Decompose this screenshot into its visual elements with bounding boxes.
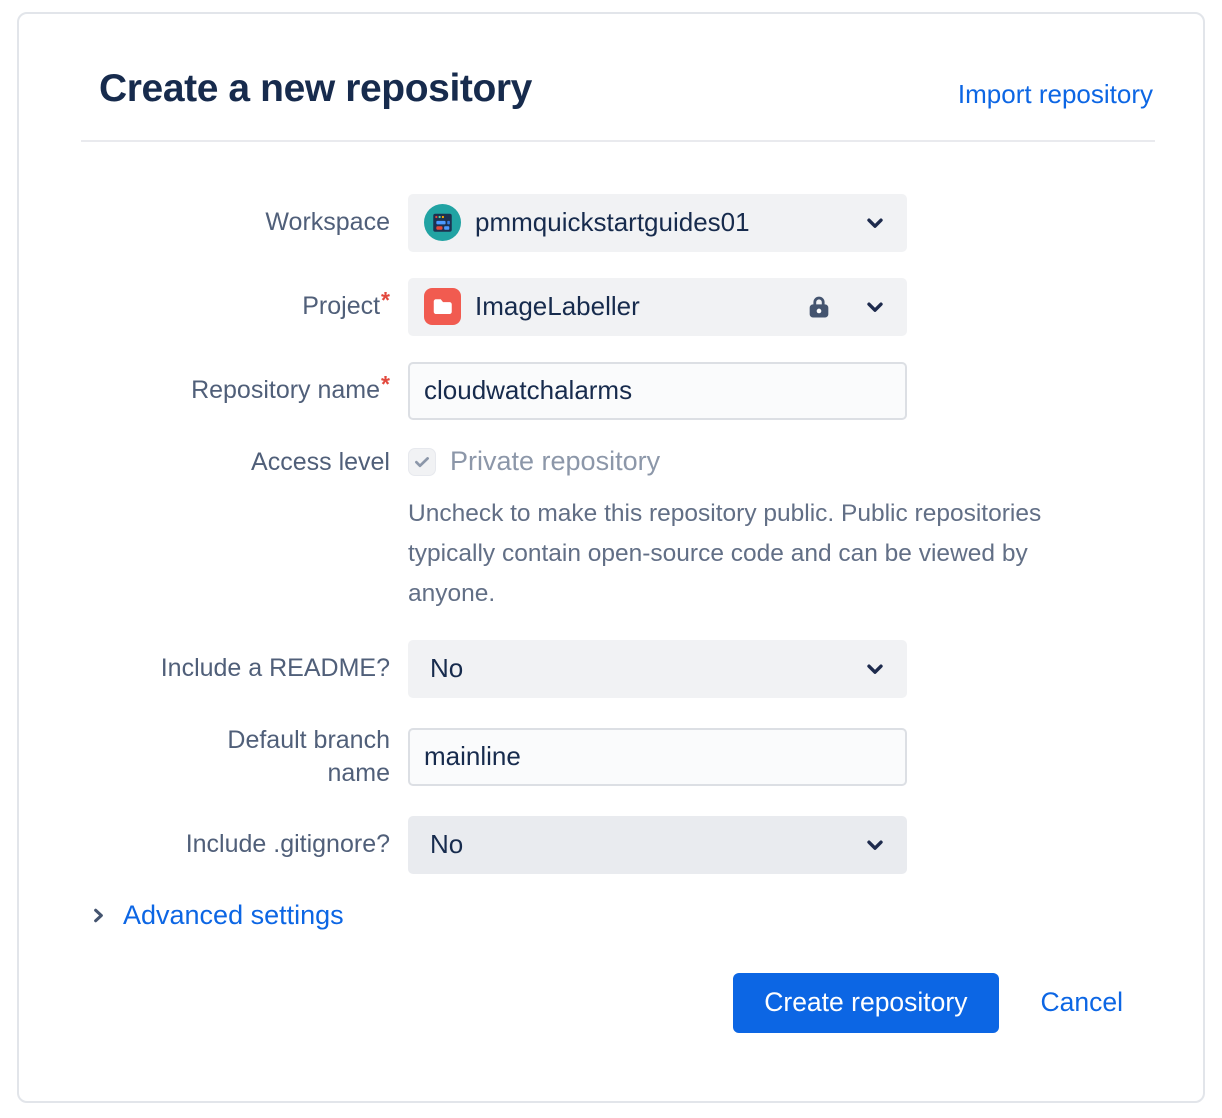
header-divider bbox=[81, 139, 1155, 142]
repository-name-input[interactable] bbox=[408, 361, 907, 420]
advanced-settings-label: Advanced settings bbox=[123, 899, 344, 930]
private-repository-checkbox[interactable] bbox=[408, 447, 436, 476]
include-gitignore-row: Include .gitignore? No bbox=[81, 815, 1155, 874]
chevron-down-icon bbox=[863, 833, 887, 857]
workspace-select[interactable]: pmmquickstartguides01 bbox=[408, 193, 907, 252]
access-level-help-text: Uncheck to make this repository public. … bbox=[408, 499, 1042, 607]
repository-name-row: Repository name* bbox=[81, 361, 1155, 420]
chevron-down-icon bbox=[863, 657, 887, 681]
project-select[interactable]: ImageLabeller bbox=[408, 277, 907, 336]
page-title: Create a new repository bbox=[99, 67, 532, 110]
required-marker: * bbox=[381, 287, 390, 314]
workspace-label: Workspace bbox=[265, 208, 390, 237]
project-avatar-icon bbox=[424, 288, 461, 326]
workspace-avatar-icon bbox=[424, 204, 461, 242]
include-readme-label: Include a README? bbox=[160, 654, 390, 683]
project-value: ImageLabeller bbox=[475, 291, 640, 322]
project-label: Project* bbox=[302, 287, 390, 321]
default-branch-input[interactable] bbox=[408, 727, 907, 786]
include-gitignore-select[interactable]: No bbox=[408, 815, 907, 874]
include-gitignore-value: No bbox=[430, 829, 464, 860]
project-row: Project* ImageLabeller bbox=[81, 277, 1155, 336]
private-repository-label: Private repository bbox=[450, 446, 661, 477]
chevron-right-icon bbox=[89, 906, 108, 925]
include-readme-value: No bbox=[430, 653, 464, 684]
required-marker: * bbox=[381, 371, 390, 398]
chevron-down-icon bbox=[863, 295, 887, 319]
dialog-footer: Create repository Cancel bbox=[81, 972, 1155, 1033]
advanced-settings-toggle[interactable]: Advanced settings bbox=[89, 900, 344, 931]
repository-name-label: Repository name* bbox=[191, 371, 390, 405]
create-repository-button[interactable]: Create repository bbox=[733, 972, 999, 1033]
chevron-down-icon bbox=[863, 211, 887, 235]
dialog-header: Create a new repository Import repositor… bbox=[81, 66, 1155, 113]
include-readme-select[interactable]: No bbox=[408, 639, 907, 698]
cancel-button[interactable]: Cancel bbox=[1040, 987, 1124, 1018]
include-readme-row: Include a README? No bbox=[81, 639, 1155, 698]
access-level-row: Access level Private repository Uncheck … bbox=[81, 446, 1155, 614]
workspace-value: pmmquickstartguides01 bbox=[475, 207, 750, 238]
lock-icon bbox=[805, 293, 833, 321]
include-gitignore-label: Include .gitignore? bbox=[185, 830, 390, 859]
workspace-row: Workspace bbox=[81, 193, 1155, 252]
create-repository-form: Workspace bbox=[81, 193, 1155, 874]
default-branch-row: Default branch name bbox=[81, 724, 1155, 790]
default-branch-label: Default branch name bbox=[227, 725, 390, 787]
create-repository-dialog: Create a new repository Import repositor… bbox=[17, 12, 1205, 1103]
access-level-label: Access level bbox=[251, 447, 390, 476]
import-repository-link[interactable]: Import repository bbox=[957, 78, 1153, 109]
